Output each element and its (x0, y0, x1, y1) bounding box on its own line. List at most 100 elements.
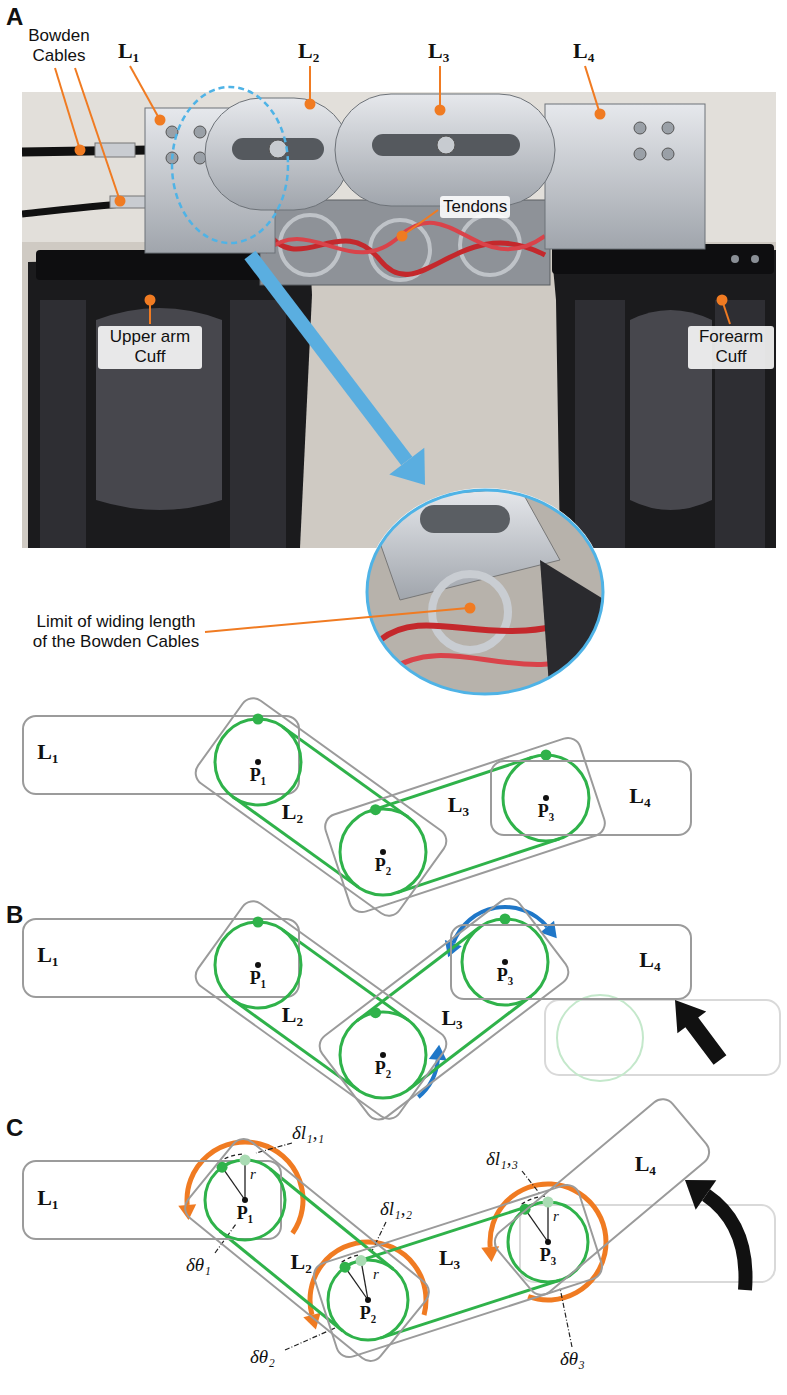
part-name: L₃ (428, 38, 449, 63)
link-box: L₄ (490, 760, 692, 836)
leader-line (156, 116, 165, 125)
force-arrow (706, 1195, 746, 1290)
pulley-label: P₁ (250, 969, 266, 989)
part-name: L₁ (118, 38, 139, 63)
photo-highlight (172, 87, 425, 485)
radius-line (345, 1267, 368, 1300)
pulley-outline (497, 749, 595, 847)
pivot-dot (380, 849, 386, 855)
leader-line (372, 1222, 386, 1251)
tendon-anchor (370, 1007, 381, 1018)
device-photo (575, 300, 625, 548)
device-photo (265, 223, 545, 253)
radius-line (222, 1167, 245, 1200)
pulley-label: P₂ (375, 856, 391, 876)
device-photo (269, 140, 287, 158)
pulley-circle (340, 1012, 426, 1098)
link-label: L₃ (439, 1246, 460, 1270)
leader-line (402, 210, 438, 236)
link-box: L₂ (189, 692, 453, 922)
leader-line (718, 296, 727, 305)
pulley-circle (462, 919, 548, 1005)
tendon (233, 1000, 358, 1090)
arrow-head (303, 1313, 320, 1330)
link-label: L₂ (281, 1003, 302, 1027)
inset-photo (420, 505, 510, 533)
symbol: δθ₂ (250, 1346, 275, 1368)
inset-photo (365, 488, 560, 600)
force-arrow (685, 1180, 716, 1210)
ghost-link (545, 1000, 780, 1075)
leader-line (596, 110, 605, 119)
ghost-anchor (240, 1155, 251, 1166)
device-photo (22, 92, 776, 548)
link-box: L₂ (189, 895, 453, 1125)
device-photo (634, 148, 646, 160)
pulley: P₁ (209, 713, 307, 811)
device-photo (194, 126, 206, 138)
link-box: L₄ (488, 1092, 716, 1301)
device-photo (372, 134, 520, 156)
pivot-dot (502, 959, 508, 965)
pulley-outline (199, 1154, 291, 1246)
panel-letter: B (6, 902, 23, 928)
tendon (409, 996, 531, 1089)
rotation-arrow (187, 1142, 303, 1233)
pulley-label: P₁ (250, 766, 266, 786)
pulley-outline (334, 803, 432, 901)
radius-line (547, 1202, 548, 1242)
tendon (270, 1169, 393, 1269)
pivot-dot (543, 795, 549, 801)
link-box: L₄ (450, 924, 692, 1000)
motion-arrow (445, 907, 557, 957)
leader-line (560, 1288, 572, 1347)
radius-line (244, 1160, 245, 1200)
link-label: L₄ (634, 1153, 655, 1177)
leader-line (55, 68, 80, 150)
part-name: Forearm Cuff (688, 326, 774, 369)
pulley-circle (508, 1202, 588, 1282)
rotation-arrow (490, 1184, 606, 1300)
note: Limit of widing length of the Bowden Cab… (30, 612, 202, 653)
pulley-label: P₃ (540, 1246, 556, 1266)
device-photo (22, 92, 776, 548)
symbol: δθ₃ (560, 1348, 585, 1370)
device-photo (552, 250, 776, 548)
pivot-dot (380, 1052, 386, 1058)
pulley-outline (209, 916, 307, 1014)
part-name: L₂ (298, 38, 319, 63)
leader-line (398, 232, 407, 241)
inset-photo (432, 574, 508, 650)
part-name: L₄ (573, 38, 594, 63)
pulley: P₃ (502, 1196, 594, 1288)
panel-letter: A (6, 4, 23, 30)
panel-letter: C (6, 1115, 23, 1141)
pulley: P₃ (497, 749, 595, 847)
pulley-outline (322, 1254, 414, 1346)
rotation-arrow (481, 1184, 606, 1300)
rotation-arrow (303, 1242, 426, 1330)
device-photo (731, 255, 739, 263)
device-photo (662, 148, 674, 160)
ghost-link (557, 995, 643, 1081)
device-photo (96, 308, 222, 510)
leader-line (439, 66, 441, 110)
tendon-anchor (520, 1204, 531, 1215)
link-label: L₂ (289, 1250, 310, 1274)
inset-photo (367, 490, 603, 694)
part-name: Tendons (440, 196, 510, 218)
tendon (397, 839, 560, 893)
photo-highlight (389, 448, 425, 485)
pulley-label: P₁ (237, 1204, 253, 1224)
pivot-dot (545, 1239, 551, 1245)
device-photo (335, 94, 555, 206)
leader-line (75, 68, 120, 201)
link-box: L₃ (313, 891, 575, 1125)
device-photo (110, 196, 146, 208)
leader-line (146, 296, 155, 305)
symbol: δl₁,₁ (292, 1122, 324, 1144)
leader-line (130, 66, 160, 120)
tendon (220, 1231, 343, 1331)
pulley-label: P₂ (360, 1304, 376, 1324)
link-label: L₁ (37, 943, 58, 967)
